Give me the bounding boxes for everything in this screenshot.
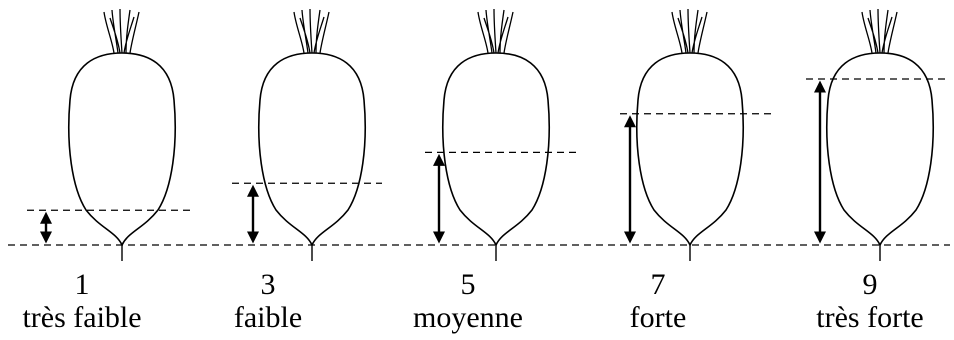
score-1-label: très faible (22, 301, 142, 334)
arrow-9-head-down (814, 231, 826, 244)
score-3-label: faible (233, 301, 303, 334)
root-3-leaves (293, 8, 330, 54)
score-3-number: 3 (260, 268, 276, 301)
root-3-body (257, 52, 367, 247)
root-1-body (67, 52, 177, 247)
root-7-leaves (671, 8, 708, 54)
root-group (27, 8, 950, 261)
score-9-label: très forte (816, 301, 924, 334)
arrow-5-head-down (433, 231, 445, 244)
diagram-canvas (8, 8, 950, 261)
arrow-1-head-up (40, 211, 52, 224)
root-7-body (635, 52, 745, 247)
score-5-number: 5 (460, 268, 476, 301)
score-7-number: 7 (650, 268, 666, 301)
score-1-number: 1 (74, 268, 90, 301)
root-9-body (825, 52, 935, 247)
arrow-9-head-up (814, 80, 826, 93)
root-9-leaves (861, 8, 898, 54)
arrow-7-head-down (624, 231, 636, 244)
root-5-leaves (477, 8, 514, 54)
arrow-7-head-up (624, 115, 636, 128)
arrow-3-head-up (247, 184, 259, 197)
score-5-label: moyenne (413, 301, 523, 334)
root-1-leaves (103, 8, 140, 54)
arrow-5-head-up (433, 153, 445, 166)
score-7-label: forte (629, 301, 687, 334)
arrow-3-head-down (247, 231, 259, 244)
score-9-number: 9 (862, 268, 878, 301)
root-5-body (441, 52, 551, 247)
arrow-1-head-down (40, 231, 52, 244)
